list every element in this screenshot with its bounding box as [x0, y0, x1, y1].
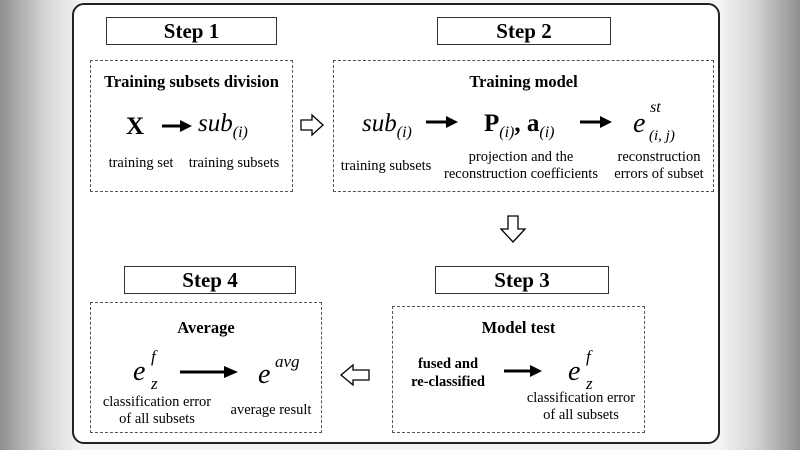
- step4-heading: Average: [177, 318, 235, 337]
- arrow-right-icon: [162, 120, 192, 132]
- symbol-sub-i-2: sub(i): [362, 110, 412, 141]
- label-of-all-subsets-4: of all subsets: [119, 411, 195, 427]
- step4-box: [90, 302, 322, 433]
- step1-heading: Training subsets division: [104, 72, 279, 91]
- e-text: e: [258, 359, 271, 390]
- symbol-e-f-z-4: e f z: [133, 348, 158, 392]
- label-projection-2: reconstruction coefficients: [444, 166, 598, 182]
- step3-heading: Model test: [481, 318, 556, 337]
- superscript-avg: avg: [275, 352, 300, 371]
- P-text: P: [484, 110, 500, 137]
- symbol-P-a: P(i), a(i): [484, 110, 555, 141]
- symbol-e-f-z-3: e f z: [568, 348, 593, 392]
- subscript-z: z: [586, 374, 593, 393]
- hollow-arrow-down-icon: [499, 215, 527, 243]
- arrow-right-icon: [504, 365, 542, 377]
- a-text: a: [526, 110, 540, 137]
- label-classification-error-3: classification error: [526, 390, 636, 406]
- step1-box: [90, 60, 293, 192]
- step3-title: Step 3: [435, 266, 609, 294]
- arrow-right-icon: [580, 116, 612, 128]
- subscript-z: z: [151, 374, 158, 393]
- arrow-right-icon: [180, 366, 238, 378]
- hollow-arrow-right-icon: [300, 113, 324, 137]
- symbol-X: X: [126, 113, 145, 140]
- step2-box: [333, 60, 714, 192]
- e-text: e: [133, 356, 146, 387]
- text-fused: fused and: [417, 356, 479, 372]
- text-reclassified: re-classified: [411, 374, 485, 390]
- index-i: (i): [539, 124, 555, 141]
- label-reconstruction-2: errors of subset: [614, 166, 704, 182]
- label-training-subsets-2: training subsets: [340, 158, 432, 174]
- symbol-e-st-ij: e st (i, j): [633, 100, 675, 144]
- step1-title: Step 1: [106, 17, 277, 45]
- step2-heading: Training model: [469, 72, 578, 91]
- e-text: e: [568, 356, 581, 387]
- sub-text: sub: [198, 110, 233, 137]
- label-training-subsets: training subsets: [188, 155, 280, 171]
- index-i: (i): [396, 124, 412, 141]
- step2-title: Step 2: [437, 17, 611, 45]
- label-average-result: average result: [230, 402, 312, 418]
- superscript-f: f: [151, 347, 156, 366]
- e-text: e: [633, 108, 646, 139]
- step4-title: Step 4: [124, 266, 296, 294]
- symbol-e-avg: e avg: [258, 353, 300, 390]
- label-training-set: training set: [108, 155, 174, 171]
- symbol-sub-i: sub(i): [198, 110, 248, 141]
- label-reconstruction-1: reconstruction: [617, 149, 701, 165]
- arrow-right-icon: [426, 116, 458, 128]
- superscript-f: f: [586, 347, 591, 366]
- label-of-all-subsets-3: of all subsets: [543, 407, 619, 423]
- step3-box: [392, 306, 645, 433]
- index-i: (i): [232, 124, 248, 141]
- index-i: (i): [499, 124, 515, 141]
- hollow-arrow-left-icon: [339, 363, 370, 387]
- label-projection-1: projection and the: [468, 149, 574, 165]
- subscript-ij: (i, j): [649, 128, 675, 144]
- label-classification-error-4: classification error: [102, 394, 212, 410]
- superscript-st: st: [650, 99, 661, 116]
- sub-text: sub: [362, 110, 397, 137]
- comma-text: ,: [514, 110, 521, 137]
